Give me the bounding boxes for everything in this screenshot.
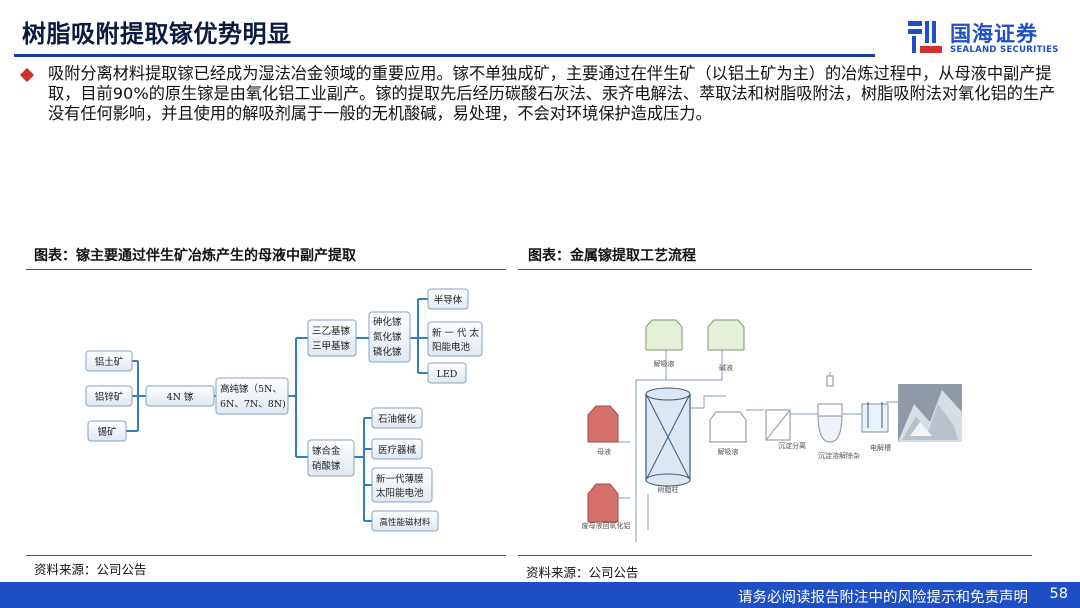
right-figure-source: 资料来源：公司公告 — [526, 565, 639, 580]
sealand-logo-icon — [908, 21, 942, 53]
left-source-rule — [26, 555, 506, 556]
label-desorbed-liquor: 解吸液 — [718, 447, 739, 456]
red-diamond-bullet-icon — [19, 67, 35, 83]
header-rule — [14, 54, 875, 57]
desorbed-liquor-tank: 解吸液 — [709, 411, 747, 456]
footer-bar: 请务必阅读报告附注中的风险提示和免责声明 58 — [0, 582, 1080, 608]
diagram-connectors — [126, 298, 428, 522]
node-high-purity-line1: 高纯镓（5N、 — [220, 383, 282, 395]
node-gallium-nitride: 氮化镓 — [373, 331, 402, 343]
left-figure-source: 资料来源：公司公告 — [34, 562, 147, 577]
left-figure-caption: 图表：镓主要通过伴生矿冶炼产生的母液中副产提取 — [34, 248, 356, 264]
alkali-tank: 碱液 — [707, 319, 745, 372]
logo-english-name: SEALAND SECURITIES — [950, 45, 1059, 55]
precipitation-separator: 沉淀分离 — [765, 409, 806, 450]
gallium-metal-photo — [898, 384, 962, 442]
right-caption-rule — [518, 269, 1032, 270]
node-next-gen-solar-line1: 新 一 代 太 — [432, 327, 480, 339]
node-magnetic-materials: 高性能磁材料 — [379, 517, 431, 528]
node-thin-film-solar-line1: 新一代薄膜 — [376, 473, 424, 485]
waste-tank: 废母液回氧化铝 — [582, 483, 631, 530]
node-semiconductor: 半导体 — [434, 294, 463, 306]
node-next-gen-solar-line2: 阳能电池 — [432, 341, 471, 353]
gallium-extraction-process-diagram: 解吸液 碱液 母液 树脂柱 废母液回氧化铝 解吸液 沉淀分离 沉淀溶解除杂 — [582, 319, 962, 542]
node-gallium-arsenide: 砷化镓 — [373, 316, 402, 328]
right-source-rule — [518, 555, 1032, 556]
diagram-boxes — [85, 288, 483, 532]
label-waste-return: 废母液回氧化铝 — [582, 521, 631, 530]
node-medical-devices: 医疗器械 — [378, 444, 417, 456]
node-triethylgallium: 三乙基镓 — [312, 325, 351, 337]
label-desorbent: 解吸液 — [654, 359, 675, 368]
resin-column: 树脂柱 — [645, 387, 691, 494]
node-gallium-alloy: 镓合金 — [312, 445, 341, 457]
desorbent-tank: 解吸液 — [645, 319, 683, 368]
label-electrolyzer: 电解槽 — [870, 443, 891, 452]
label-mother-liquor: 母液 — [597, 447, 611, 456]
electrolyzer: 电解槽 — [861, 402, 891, 452]
node-petroleum-catalysis: 石油催化 — [378, 413, 417, 425]
node-high-purity-line2: 6N、7N、8N) — [220, 399, 286, 410]
node-bauxite: 铝土矿 — [95, 356, 124, 368]
node-thin-film-solar-line2: 太阳能电池 — [376, 487, 424, 499]
gallium-value-chain-diagram: 铝土矿 铝锌矿 锡矿 4N 镓 高纯镓（5N、 6N、7N、8N) 三乙基镓 三… — [85, 288, 483, 532]
label-precipitate-dissolution: 沉淀溶解除杂 — [818, 451, 860, 460]
node-led: LED — [437, 369, 458, 380]
label-alkali-solution: 碱液 — [719, 363, 733, 372]
node-gallium-nitrate: 硝酸镓 — [312, 460, 341, 472]
page-title: 树脂吸附提取镓优势明显 — [22, 20, 292, 48]
brand-logo: 国海证券 SEALAND SECURITIES — [906, 18, 1066, 60]
footer-disclaimer: 请务必阅读报告附注中的风险提示和免责声明 — [738, 590, 1028, 606]
node-trimethylgallium: 三甲基镓 — [312, 340, 351, 352]
dissolution-reactor: 沉淀溶解除杂 — [817, 375, 860, 460]
intro-text: 吸附分离材料提取镓已经成为湿法冶金领域的重要应用。镓不单独成矿，主要通过在伴生矿… — [48, 64, 1056, 123]
process-pipes — [617, 348, 898, 542]
node-tin-ore: 锡矿 — [97, 426, 117, 438]
left-caption-rule — [26, 269, 506, 270]
right-figure-caption: 图表：金属镓提取工艺流程 — [528, 248, 696, 264]
logo-chinese-name: 国海证券 — [950, 22, 1038, 46]
label-precipitation-separation: 沉淀分离 — [778, 441, 806, 450]
diagram-labels: 铝土矿 铝锌矿 锡矿 4N 镓 高纯镓（5N、 6N、7N、8N) 三乙基镓 三… — [95, 294, 480, 528]
label-resin-column: 树脂柱 — [658, 485, 679, 494]
node-gallium-phosphide: 磷化镓 — [373, 346, 402, 358]
node-aluminum-zinc-ore: 铝锌矿 — [95, 391, 124, 403]
mother-liquor-tank: 母液 — [587, 405, 619, 456]
node-4n-gallium: 4N 镓 — [167, 391, 194, 403]
page-number: 58 — [1049, 586, 1068, 602]
